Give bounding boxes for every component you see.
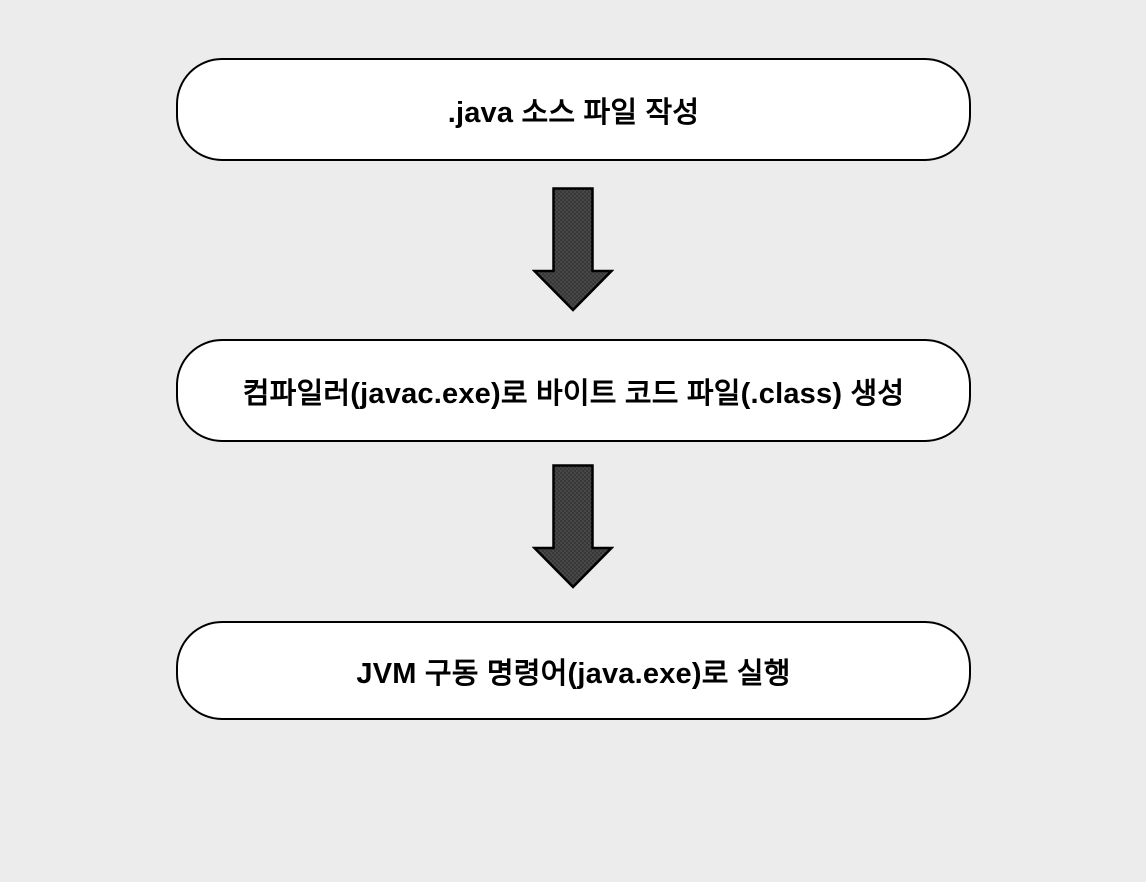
flow-step-compile: 컴파일러(javac.exe)로 바이트 코드 파일(.class) 생성 <box>176 339 971 442</box>
flow-step-label: .java 소스 파일 작성 <box>447 96 700 129</box>
down-arrow-icon <box>532 187 614 312</box>
down-arrow-icon <box>532 464 614 589</box>
flow-step-write-source: .java 소스 파일 작성 <box>176 58 971 161</box>
flow-step-label: JVM 구동 명령어(java.exe)로 실행 <box>356 657 791 690</box>
flow-step-label: 컴파일러(javac.exe)로 바이트 코드 파일(.class) 생성 <box>242 377 905 410</box>
flow-step-run: JVM 구동 명령어(java.exe)로 실행 <box>176 621 971 720</box>
